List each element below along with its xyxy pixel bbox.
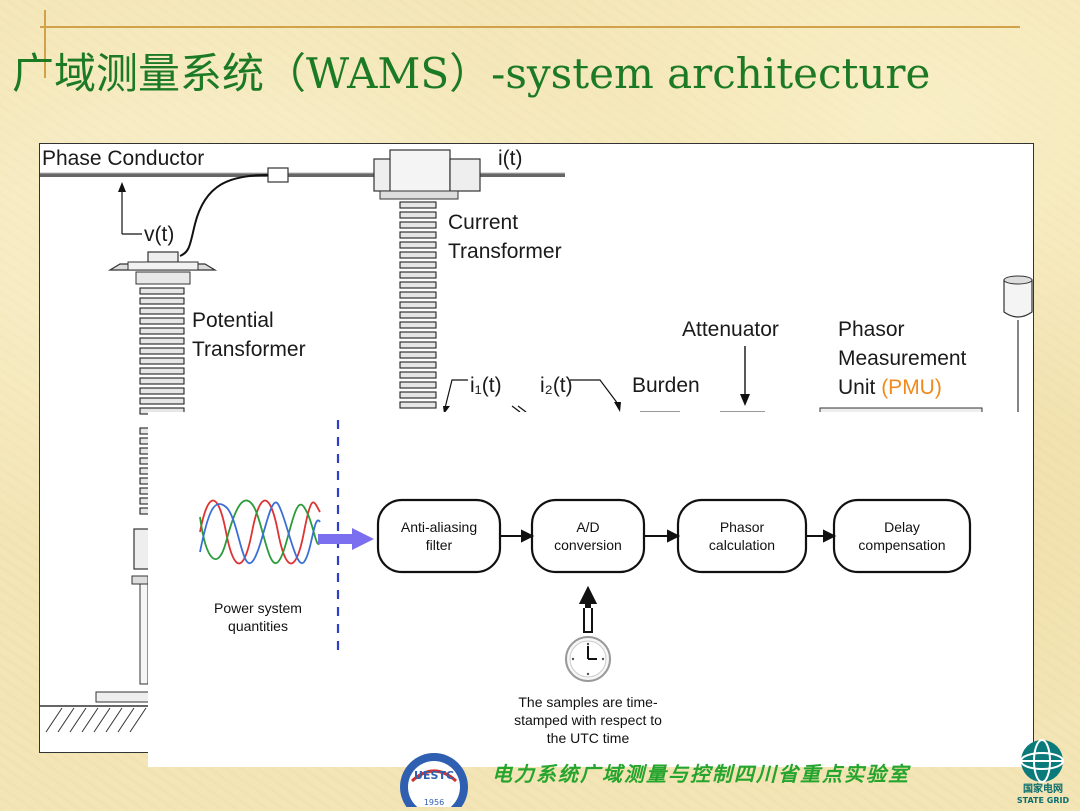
potential-transformer-insulator <box>139 287 185 515</box>
lab-name-footer: 电力系统广域测量与控制四川省重点实验室 <box>492 762 910 786</box>
pmu-label-3: Unit (PMU) <box>838 375 942 401</box>
burden-label: Burden <box>632 374 700 397</box>
current-signal-label: i(t) <box>498 147 523 170</box>
pt-support-post <box>139 583 149 685</box>
substation-drawing <box>40 149 1033 733</box>
pt-foundation <box>95 691 151 703</box>
title-rule-vertical <box>44 10 46 78</box>
flow-arrows <box>500 529 837 543</box>
uestc-logo: UESTC 1956 <box>398 753 470 811</box>
timestamp-note-line1: The samples are time- <box>518 694 658 710</box>
process-flow-drawing <box>199 420 972 682</box>
current-transformer-head <box>373 149 481 200</box>
power-system-quantities-line1: Power system <box>214 600 302 616</box>
anti-aliasing-filter-text: Anti-aliasing filter <box>378 518 500 554</box>
ad-conversion-line2: conversion <box>554 537 622 553</box>
title-rule-horizontal <box>40 26 1020 28</box>
ad-conversion-line1: A/D <box>576 519 600 535</box>
slide-title: 广域测量系统（WAMS）-system architecture <box>12 49 931 98</box>
current-transformer-label-1: Current <box>448 211 519 234</box>
pmu-label-abbrev: (PMU) <box>881 376 942 399</box>
timestamp-arrow-icon <box>579 586 597 633</box>
conductor-clamp <box>267 167 289 183</box>
uestc-logo-text: UESTC <box>414 769 454 782</box>
uestc-logo-year: 1956 <box>424 798 444 807</box>
timestamp-note-line2: stamped with respect to <box>514 712 662 728</box>
anti-aliasing-line2: filter <box>425 537 453 553</box>
current-transformer-label-2: Transformer <box>448 240 562 263</box>
i1-leader <box>444 379 468 409</box>
power-system-quantities-line2: quantities <box>228 618 288 634</box>
state-grid-cn: 国家电网 <box>1023 784 1063 795</box>
pmu-label-2: Measurement <box>838 347 967 370</box>
clock-icon <box>565 636 611 682</box>
timestamp-note: The samples are time- stamped with respe… <box>498 693 678 747</box>
three-phase-waves-icon <box>199 499 321 565</box>
potential-transformer-label-1: Potential <box>192 309 274 332</box>
delay-compensation-line2: compensation <box>858 537 946 553</box>
phasor-calculation-line2: calculation <box>708 537 776 553</box>
pmu-label-1: Phasor <box>838 318 905 341</box>
potential-transformer-head <box>107 251 218 285</box>
phase-conductor-label: Phase Conductor <box>42 147 205 170</box>
i2-label: i₂(t) <box>540 374 573 397</box>
pmu-process-diagram: Anti-aliasing filter A/D conversion Phas… <box>148 412 1032 767</box>
anti-aliasing-line1: Anti-aliasing <box>400 519 478 535</box>
power-system-quantities-label: Power system quantities <box>188 599 328 635</box>
current-transformer-insulator <box>399 201 437 409</box>
state-grid-name: 国家电网 STATE GRID <box>1016 784 1070 806</box>
delay-compensation-text: Delay compensation <box>834 518 970 554</box>
potential-transformer-label-2: Transformer <box>192 338 306 361</box>
i2-leader <box>570 379 619 405</box>
gps-antenna <box>1000 275 1033 443</box>
phasor-calculation-text: Phasor calculation <box>678 518 806 554</box>
state-grid-logo <box>1012 738 1072 810</box>
phasor-calculation-line1: Phasor <box>719 519 765 535</box>
state-grid-en: STATE GRID <box>1016 796 1070 805</box>
pt-lead-wire <box>179 174 269 257</box>
delay-compensation-line1: Delay <box>884 519 920 535</box>
timestamp-note-line3: the UTC time <box>546 730 630 746</box>
attenuator-label: Attenuator <box>682 318 779 341</box>
ad-conversion-text: A/D conversion <box>532 518 644 554</box>
pmu-label-unit: Unit <box>838 376 882 399</box>
input-arrow-icon <box>318 528 374 550</box>
ground-hatch <box>45 707 147 733</box>
i1-label: i₁(t) <box>470 374 502 397</box>
voltage-signal-label: v(t) <box>144 223 175 246</box>
